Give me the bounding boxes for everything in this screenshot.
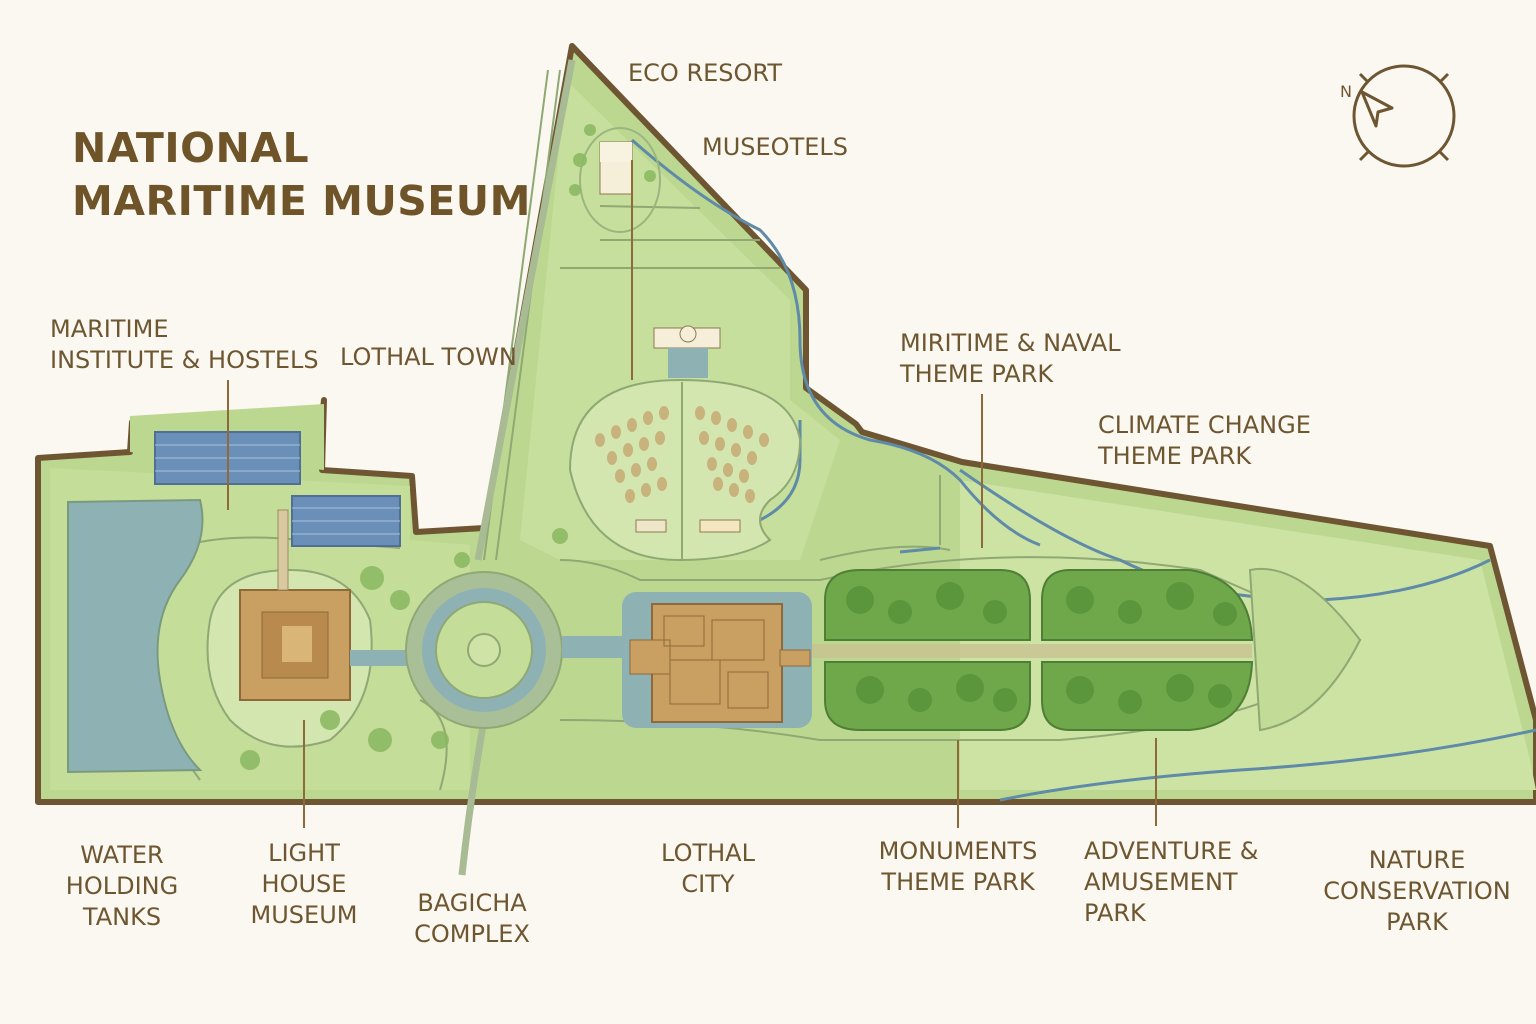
label-line: BAGICHA	[417, 889, 527, 917]
compass-icon	[1352, 64, 1456, 168]
lothal-city	[562, 592, 812, 728]
label-line: THEME PARK	[881, 868, 1035, 896]
label-adventure-amusement-park: ADVENTURE & AMUSEMENT PARK	[1084, 836, 1258, 929]
label-line: MIRITIME & NAVAL	[900, 329, 1121, 357]
label-line: CITY	[681, 870, 735, 898]
theme-park-gardens	[812, 567, 1362, 732]
label-line: LOTHAL TOWN	[340, 343, 517, 371]
label-line: LOTHAL	[661, 839, 755, 867]
label-line: NATURE	[1368, 846, 1466, 874]
label-line: MUSEOTELS	[702, 133, 848, 161]
label-line: ADVENTURE &	[1084, 837, 1259, 865]
canal-west	[350, 650, 410, 666]
label-water-holding-tanks: WATER HOLDING TANKS	[60, 840, 184, 933]
label-line: MARITIME	[50, 315, 169, 343]
label-monuments-theme-park: MONUMENTS THEME PARK	[868, 836, 1048, 898]
label-line: LIGHT	[268, 839, 340, 867]
light-house-museum	[206, 509, 373, 748]
label-nature-conservation-park: NATURE CONSERVATION PARK	[1312, 845, 1522, 938]
label-line: CONSERVATION	[1323, 877, 1511, 905]
main-road	[474, 59, 576, 561]
label-line: CLIMATE CHANGE	[1098, 411, 1311, 439]
trees	[240, 124, 656, 770]
label-line: ECO RESORT	[628, 59, 782, 87]
label-line: TANKS	[82, 903, 162, 931]
compass-north-label: N	[1340, 82, 1352, 101]
label-line: HOLDING	[65, 872, 179, 900]
page-title: NATIONAL MARITIME MUSEUM	[72, 122, 531, 228]
label-lothal-city: LOTHAL CITY	[648, 838, 768, 900]
label-line: MUSEUM	[250, 901, 358, 929]
label-eco-resort: ECO RESORT	[628, 58, 782, 89]
label-lothal-town: LOTHAL TOWN	[340, 342, 517, 373]
label-line: THEME PARK	[900, 360, 1054, 388]
label-line: COMPLEX	[414, 920, 530, 948]
water-holding-tanks	[67, 498, 204, 774]
title-line-2: MARITIME MUSEUM	[72, 177, 531, 225]
label-line: HOUSE	[261, 870, 347, 898]
title-line-1: NATIONAL	[72, 124, 310, 172]
label-maritime-institute: MARITIME INSTITUTE & HOSTELS	[50, 314, 319, 376]
label-line: PARK	[1084, 899, 1146, 927]
bagicha-roundabout	[405, 571, 563, 729]
label-line: MONUMENTS	[878, 837, 1038, 865]
label-line: PARK	[1386, 908, 1448, 936]
label-miritime-naval-theme-park: MIRITIME & NAVAL THEME PARK	[900, 328, 1121, 390]
lothal-town	[568, 325, 802, 562]
label-light-house-museum: LIGHT HOUSE MUSEUM	[244, 838, 364, 931]
south-road	[458, 719, 488, 876]
label-line: WATER	[80, 841, 164, 869]
label-museotels: MUSEOTELS	[702, 132, 848, 163]
label-bagicha-complex: BAGICHA COMPLEX	[402, 888, 542, 950]
label-line: INSTITUTE & HOSTELS	[50, 346, 319, 374]
label-climate-change-theme-park: CLIMATE CHANGE THEME PARK	[1098, 410, 1311, 472]
label-line: THEME PARK	[1098, 442, 1252, 470]
label-line: AMUSEMENT	[1084, 868, 1238, 896]
museotels-site	[579, 127, 661, 233]
leader-lines	[227, 160, 1157, 828]
